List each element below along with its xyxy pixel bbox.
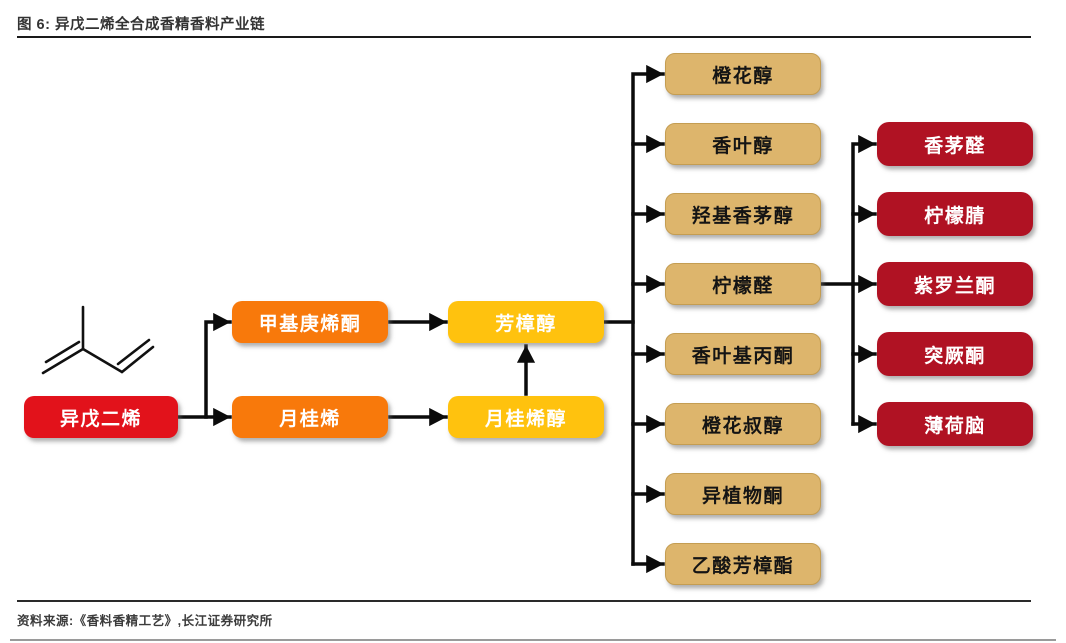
node-linalyl-acetate: 乙酸芳樟酯 (665, 543, 821, 585)
node-geraniol: 香叶醇 (665, 123, 821, 165)
source-text: 资料来源:《香料香精工艺》,长江证券研究所 (17, 614, 273, 628)
node-menthol: 薄荷脑 (877, 402, 1033, 446)
node-damascone: 突厥酮 (877, 332, 1033, 376)
node-geranylacetone: 香叶基丙酮 (665, 333, 821, 375)
node-isoprene: 异戊二烯 (24, 396, 178, 438)
node-myrcenol: 月桂烯醇 (448, 396, 604, 438)
title-underline (17, 36, 1031, 38)
source-divider (17, 600, 1031, 602)
figure-title: 图 6: 异戊二烯全合成香精香料产业链 (17, 17, 265, 33)
node-citral: 柠檬醛 (665, 263, 821, 305)
trunk-linalool (631, 64, 665, 566)
isoprene-structure-icon (41, 305, 155, 375)
node-lemonile: 柠檬腈 (877, 192, 1033, 236)
node-methylheptenone: 甲基庚烯酮 (232, 301, 388, 343)
node-nerolidol: 橙花叔醇 (665, 403, 821, 445)
node-myrcene: 月桂烯 (232, 396, 388, 438)
node-isophytone: 异植物酮 (665, 473, 821, 515)
node-hydroxycitronellol: 羟基香茅醇 (665, 193, 821, 235)
bottom-divider (10, 639, 1056, 641)
node-nerol: 橙花醇 (665, 53, 821, 95)
trunk-citral (851, 134, 877, 426)
flow-arrows (176, 64, 877, 574)
node-linalool: 芳樟醇 (448, 301, 604, 343)
node-ionone: 紫罗兰酮 (877, 262, 1033, 306)
node-citronellal: 香茅醛 (877, 122, 1033, 166)
edge-isoprene-methylheptenone (204, 312, 232, 419)
